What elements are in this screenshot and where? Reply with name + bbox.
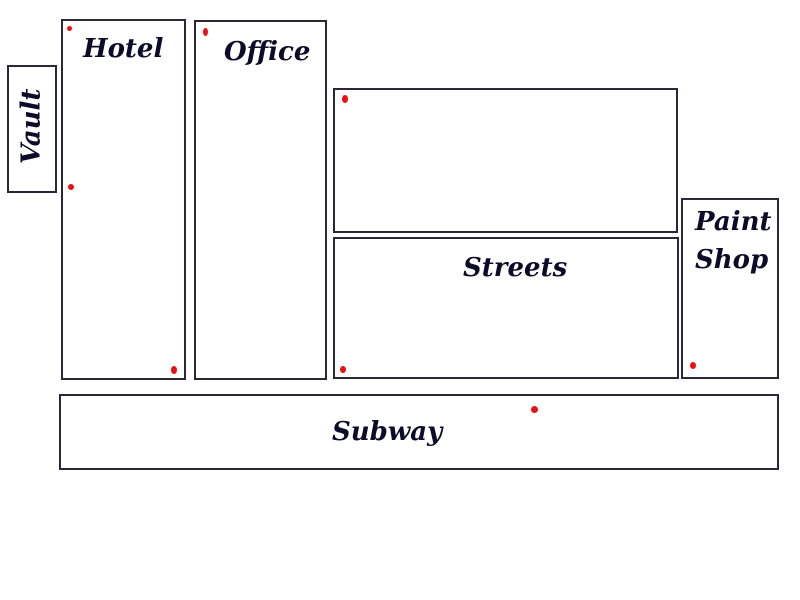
room-streets-label: Streets xyxy=(463,253,568,283)
room-office[interactable]: Office xyxy=(194,20,327,380)
room-streets[interactable]: Streets xyxy=(333,237,679,379)
room-vault-label: Vault xyxy=(16,88,47,165)
marker-dot xyxy=(68,184,74,190)
marker-dot xyxy=(342,95,348,103)
marker-dot xyxy=(690,362,696,369)
room-office-label: Office xyxy=(224,37,311,67)
marker-dot xyxy=(203,28,208,36)
room-paint-shop[interactable]: Paint Shop xyxy=(681,198,779,379)
marker-dot xyxy=(340,366,346,373)
room-vault[interactable] xyxy=(7,65,57,193)
room-upper-block[interactable] xyxy=(333,88,678,233)
room-hotel[interactable]: Hotel xyxy=(61,19,186,380)
room-subway[interactable]: Subway xyxy=(59,394,779,470)
marker-dot xyxy=(67,26,72,31)
room-hotel-label: Hotel xyxy=(83,34,164,64)
marker-dot xyxy=(171,366,177,374)
room-paint-shop-label: Paint Shop xyxy=(695,207,772,275)
room-subway-label: Subway xyxy=(332,417,443,447)
marker-dot xyxy=(531,406,538,413)
